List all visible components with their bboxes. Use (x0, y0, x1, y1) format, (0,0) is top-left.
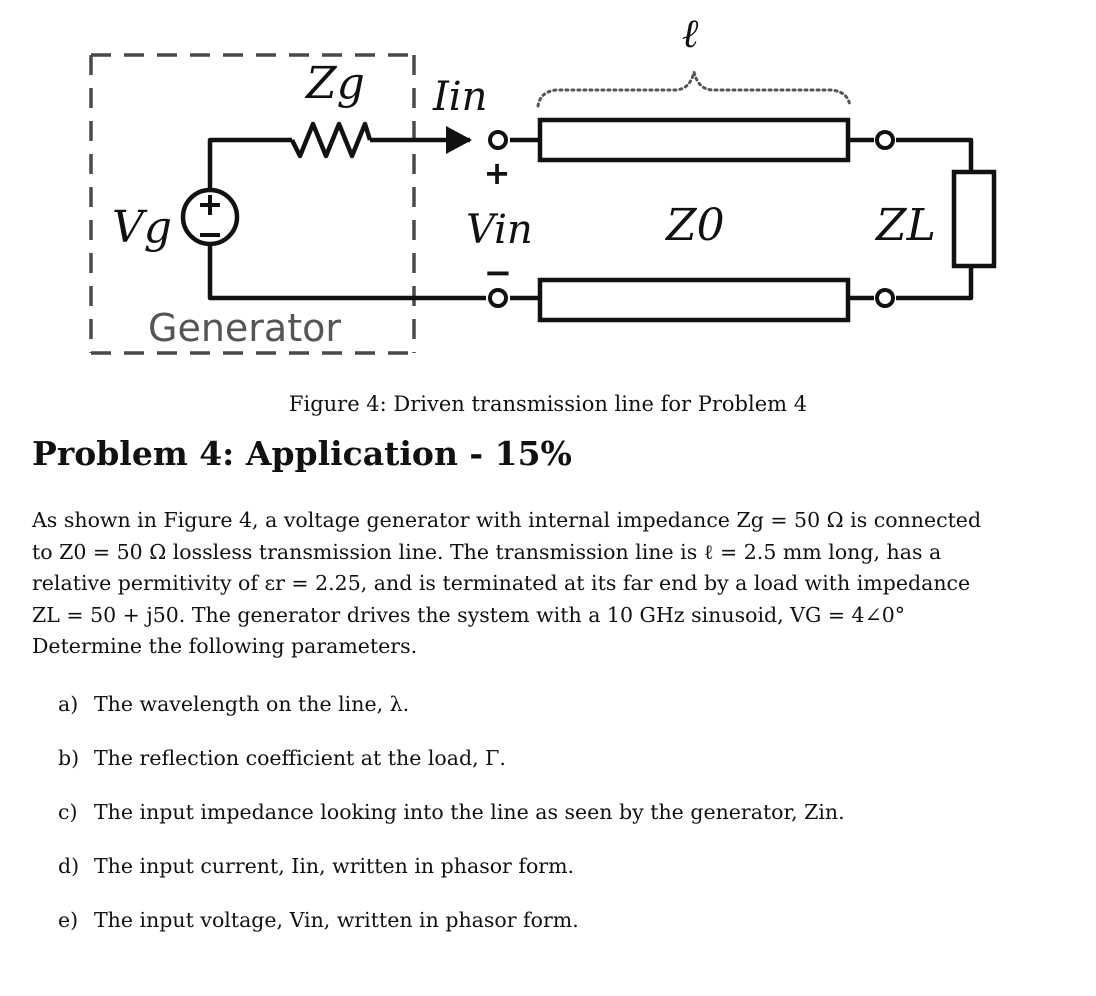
problem-heading: Problem 4: Application - 15% (32, 434, 572, 473)
statement-line: relative permitivity of εr = 2.25, and i… (32, 571, 971, 596)
question-label: a) (58, 692, 79, 716)
input-terminal-top (488, 130, 508, 150)
length-label: ℓ (682, 11, 699, 57)
question-item: e) The input voltage, Vin, written in pha… (58, 908, 845, 962)
vin-plus-sign: + (484, 154, 511, 192)
question-text: The reflection coefficient at the load, … (94, 746, 506, 770)
question-list: a) The wavelength on the line, λ. b) The r… (58, 692, 845, 962)
output-terminal-top (875, 130, 895, 150)
question-item: c) The input impedance looking into the l… (58, 800, 845, 854)
problem-statement: As shown in Figure 4, a voltage generato… (32, 505, 1062, 663)
circuit-diagram: ℓ Zg Iin + − Vg Vin Z0 ZL Generator (89, 11, 997, 355)
generator-box (89, 53, 416, 355)
voltage-source (180, 187, 240, 247)
question-text: The input impedance looking into the lin… (94, 800, 845, 824)
statement-line: As shown in Figure 4, a voltage generato… (32, 508, 982, 532)
output-terminal-bottom (875, 288, 895, 308)
line-conductor-top (537, 117, 851, 163)
current-arrow (446, 126, 472, 154)
question-item: a) The wavelength on the line, λ. (58, 692, 845, 746)
statement-line: ZL = 50 + j50. The generator drives the … (32, 602, 906, 627)
input-terminal-bottom (488, 288, 508, 308)
question-label: c) (58, 800, 78, 824)
generator-resistor (289, 121, 373, 159)
length-brace (536, 71, 852, 108)
question-label: d) (58, 854, 80, 878)
line-conductor-bottom (537, 277, 851, 323)
question-item: b) The reflection coefficient at the load… (58, 746, 845, 800)
vg-label: Vg (112, 202, 172, 253)
z0-label: Z0 (664, 200, 725, 251)
vg-label-text: Vg (112, 202, 172, 253)
question-label: b) (58, 746, 80, 770)
question-text: The input current, Iin, written in phaso… (94, 854, 575, 878)
zg-label-text: Zg (304, 58, 365, 109)
wires (207, 137, 974, 301)
statement-line: Determine the following parameters. (32, 634, 418, 659)
zg-label: Zg (304, 58, 365, 109)
iin-label: Iin (432, 74, 487, 120)
load-resistor (951, 169, 997, 269)
vin-minus-sign: − (484, 253, 513, 293)
vin-label: Vin (466, 207, 533, 253)
z0-label-text: Z0 (664, 200, 725, 251)
question-item: d) The input current, Iin, written in pha… (58, 854, 845, 908)
question-label: e) (58, 908, 79, 932)
question-text: The input voltage, Vin, written in phaso… (94, 908, 579, 932)
iin-label-text: Iin (432, 74, 487, 120)
question-text: The wavelength on the line, λ. (94, 692, 410, 716)
generator-label: Generator (148, 306, 341, 350)
vin-label-text: Vin (466, 207, 533, 253)
statement-line: to Z0 = 50 Ω lossless transmission line.… (32, 539, 942, 564)
zl-label-text: ZL (874, 200, 936, 251)
figure-caption: Figure 4: Driven transmission line for P… (288, 392, 808, 416)
zl-label: ZL (874, 200, 936, 251)
